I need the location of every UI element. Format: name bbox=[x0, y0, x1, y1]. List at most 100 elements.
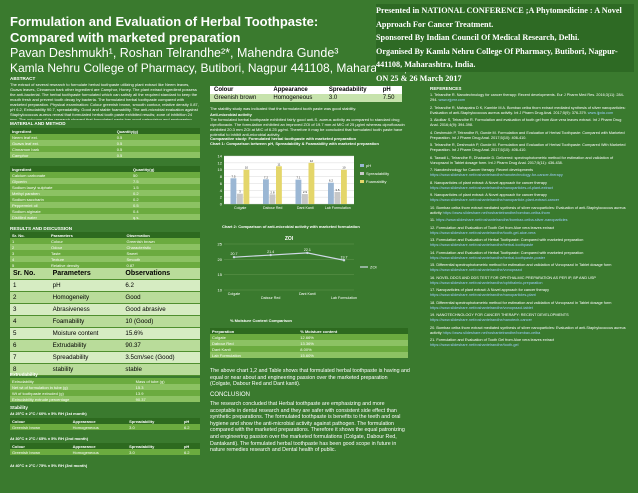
th: Appearance bbox=[72, 443, 96, 449]
th: Colour bbox=[12, 418, 25, 424]
reference-number: 20. bbox=[430, 325, 437, 330]
th: Colour bbox=[12, 443, 25, 449]
reference-item: 5. Telrandhe R, Deshmukh P, Gunde M. For… bbox=[430, 143, 630, 153]
cell: Camphor bbox=[12, 152, 29, 158]
conference-line1: Presented in NATIONAL CONFERENCE ;A Phyt… bbox=[376, 6, 622, 15]
reference-text: Bombax ceiba thorn extract mediated synt… bbox=[430, 205, 626, 215]
chart1-legend-swatch bbox=[360, 172, 364, 175]
chart1-data-label: 10 bbox=[245, 166, 249, 170]
cell: 13.36% bbox=[300, 340, 314, 346]
chart2-point bbox=[342, 259, 346, 262]
th: Ingredient bbox=[12, 166, 32, 172]
reference-link[interactable]: https://www.slideshare.net/roshantelrand… bbox=[430, 268, 523, 272]
cell: 0.87 bbox=[126, 262, 135, 268]
chart1-data-label: 2.9 bbox=[303, 190, 308, 194]
cell: 15.6% bbox=[122, 327, 200, 340]
cell: 0.5 bbox=[116, 134, 123, 140]
reference-link[interactable]: https://www.slideshare.net/roshantelrand… bbox=[442, 210, 551, 215]
cell: Sweet bbox=[126, 250, 138, 256]
abstract-body: The extract of several research to formu… bbox=[10, 82, 199, 120]
reference-link[interactable]: https://www.slideshare.net/roshantelrand… bbox=[430, 185, 553, 190]
reference-link[interactable]: www.ejpmr.com bbox=[438, 98, 466, 102]
reference-number: 10. bbox=[430, 205, 437, 210]
chart1-y-tick: 12 bbox=[218, 160, 223, 165]
chart2-y-tick: 20 bbox=[218, 257, 223, 262]
reference-text: Nanoparticles of plant extract: A Novel … bbox=[434, 193, 547, 197]
cell: Homogeneity bbox=[49, 291, 123, 304]
reference-item: 14. Formulation and Evaluation of Herbal… bbox=[430, 251, 630, 261]
reference-number: 13. bbox=[430, 238, 437, 242]
cell: 1.5 bbox=[133, 184, 139, 190]
th: Quantity(g) bbox=[133, 166, 155, 172]
cell: 8.00% bbox=[300, 346, 312, 352]
reference-link[interactable]: https://www.slideshare.net/roshantelrand… bbox=[430, 255, 546, 260]
chart1-bar bbox=[334, 192, 341, 204]
reference-number: 7. bbox=[430, 168, 435, 172]
chart1-y-tick: 10 bbox=[218, 167, 223, 172]
reference-text: Nanoparticles of plant extract: A Novel … bbox=[436, 288, 550, 292]
chart1-y-tick: 8 bbox=[220, 174, 223, 179]
comparative-heading: Comparative study: Formulated herbal too… bbox=[210, 136, 357, 141]
th: Parameters bbox=[49, 268, 123, 280]
cell: 8 bbox=[10, 363, 50, 376]
chart2-data-label: 20.7 bbox=[231, 252, 238, 256]
cell: 0.5 bbox=[116, 140, 123, 146]
reference-text: Telrandhe R, Deshmukh P, Gunde M. Formul… bbox=[430, 143, 626, 152]
reference-item: 19. NANOTECHNOLOGY FOR CANCER THERAPY: R… bbox=[430, 313, 630, 323]
cell: 12.66% bbox=[300, 334, 314, 340]
cell: 0.2 bbox=[133, 196, 139, 202]
cell: Sodium saccharin bbox=[12, 196, 44, 202]
cell: Peppermint oil bbox=[12, 202, 38, 208]
chart1-data-label: 11 bbox=[277, 162, 280, 166]
reference-link[interactable]: www.ijpda.com bbox=[587, 110, 614, 115]
cell: Colgate bbox=[212, 334, 226, 340]
reference-link[interactable]: https://www.slideshare.net/roshantelrand… bbox=[430, 318, 532, 322]
cell: Cinnamon bark bbox=[12, 146, 40, 152]
cell: 15.3 bbox=[135, 384, 144, 390]
th: Colour bbox=[214, 87, 234, 93]
chart1-data-label: 6.2 bbox=[329, 179, 334, 183]
cell: Wt of toothpaste extruded (g) bbox=[12, 390, 64, 396]
conclusion-body: The research concluded that Herbal tooth… bbox=[210, 401, 405, 454]
chart2-x-tick: Colgate bbox=[228, 292, 240, 296]
reference-number: 5. bbox=[430, 143, 435, 147]
poster-title-line2: Compared with marketed preparation bbox=[10, 30, 241, 45]
cell: 0.5 bbox=[133, 202, 139, 208]
reference-item: 17. Nanoparticles of plant extract: A No… bbox=[430, 288, 630, 298]
chart1-legend-swatch bbox=[360, 180, 364, 183]
extrudability-heading: Extrudability bbox=[10, 372, 38, 377]
reference-link[interactable]: https://www.slideshare.net/roshantelrand… bbox=[430, 230, 536, 235]
reference-link[interactable]: https://www.slideshare.net/roshantelrand… bbox=[442, 330, 541, 335]
cell: 6 bbox=[10, 339, 50, 352]
reference-link[interactable]: https://www.slideshare.net/roshantelrand… bbox=[430, 280, 543, 285]
cell: 10 (Good) bbox=[122, 315, 200, 328]
reference-number: 17. bbox=[430, 288, 437, 292]
stability-condition-3: At 40°C ± 2°C / 75% ± 5% RH (3rd month) bbox=[10, 463, 88, 468]
cell: Greenish brown bbox=[214, 95, 257, 101]
cell: 90.37 bbox=[135, 396, 146, 402]
reference-item: 15. Differential spectrophotometric meth… bbox=[430, 263, 630, 273]
cell: Characteristic bbox=[126, 244, 151, 250]
reference-link[interactable]: https://www.slideshare.net/roshantelrand… bbox=[430, 243, 534, 247]
reference-text: NANOTECHNOLOGY FOR CANCER THERAPY: RECEN… bbox=[436, 313, 569, 317]
reference-link[interactable]: https://www.slideshare.net/roshantelrand… bbox=[430, 343, 519, 347]
chart1-x-tick: Dabour Red bbox=[263, 206, 282, 210]
th: Appearance bbox=[273, 87, 308, 93]
reference-link[interactable]: https://www.slideshare.net/roshantelrand… bbox=[430, 293, 536, 297]
reference-number: 12. bbox=[430, 225, 437, 230]
reference-text: Differential spectrophotometric method f… bbox=[436, 263, 612, 267]
reference-text: Tawadi L, Telrandhe R, Dhabarde D. Deliv… bbox=[430, 155, 614, 165]
cell: 90.37 bbox=[122, 339, 200, 352]
reference-item: 20. Bombax ceiba thorn extract mediated … bbox=[430, 326, 630, 336]
cell: 7.5 bbox=[133, 178, 139, 184]
chart1-bar bbox=[308, 162, 315, 204]
reference-link[interactable]: https://www.slideshare.net/roshantelrand… bbox=[436, 218, 568, 222]
cell: stable bbox=[122, 363, 200, 376]
cell: 0.5 bbox=[116, 152, 123, 158]
chart1-x-tick: Lab Formulation bbox=[325, 206, 351, 210]
reference-link[interactable]: https://www.slideshare.net/roshantelrand… bbox=[430, 305, 533, 310]
reference-link[interactable]: https://www.slideshare.net/roshantelrand… bbox=[430, 198, 560, 202]
reference-link[interactable]: https://www.slideshare.net/roshantelrand… bbox=[430, 173, 563, 177]
